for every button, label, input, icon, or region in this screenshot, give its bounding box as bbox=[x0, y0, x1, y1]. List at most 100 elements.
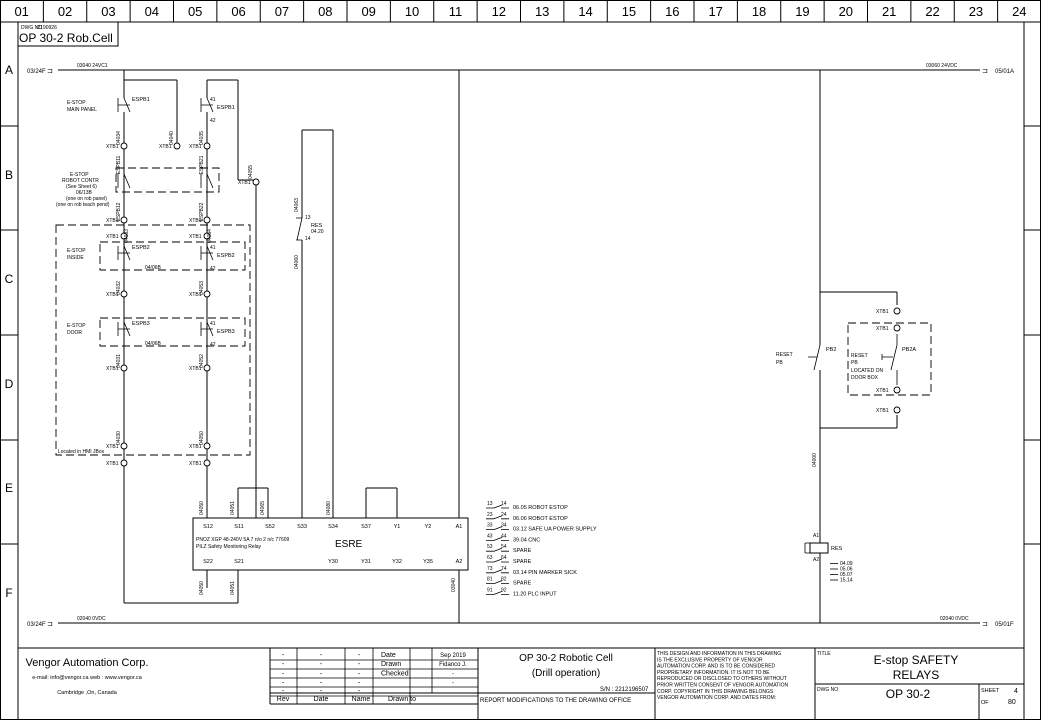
contact-pin-b: 82 bbox=[501, 577, 507, 583]
contact-description: 03.14 PIN MARKER SICK bbox=[513, 570, 577, 576]
svg-text:PB: PB bbox=[851, 360, 858, 366]
contact-pin-a: 43 bbox=[487, 533, 493, 539]
svg-text:DOOR: DOOR bbox=[67, 330, 82, 336]
project-subtitle: (Drill operation) bbox=[532, 668, 600, 679]
dwg-no-value: :2190926 bbox=[36, 25, 57, 31]
terminal-point bbox=[893, 406, 901, 414]
svg-text:INSIDE: INSIDE bbox=[67, 255, 84, 261]
wire-number: ESPB12 bbox=[116, 202, 122, 221]
svg-text:LOCATED ON: LOCATED ON bbox=[851, 368, 884, 374]
rail-top-left-wire: 03040 24VC1 bbox=[77, 63, 108, 69]
svg-text:E-STOP: E-STOP bbox=[70, 172, 89, 178]
contact-pin-a: 63 bbox=[487, 555, 493, 561]
rev-header: Drawn to bbox=[388, 696, 416, 703]
report-notice: REPORT MODIFICATIONS TO THE DRAWING OFFI… bbox=[480, 698, 631, 704]
svg-text:41: 41 bbox=[210, 321, 216, 327]
terminal-label: XTB1 bbox=[189, 292, 202, 298]
row-label: D bbox=[5, 377, 14, 391]
drawing-title-line2: RELAYS bbox=[893, 668, 939, 682]
terminal-label: XTB1 bbox=[876, 309, 889, 315]
dashed-enclosures bbox=[55, 167, 932, 456]
contact-pin-b: 34 bbox=[501, 523, 507, 529]
column-label: 09 bbox=[361, 4, 375, 19]
drawing-title-line1: E-stop SAFETY bbox=[874, 653, 959, 667]
rev-field-label: Drawn bbox=[381, 661, 401, 668]
rev-cell: - bbox=[358, 680, 361, 687]
wire-number: 04034 bbox=[116, 131, 122, 145]
contact-pin-b: 92 bbox=[501, 587, 507, 593]
column-label: 04 bbox=[145, 4, 159, 19]
column-label: 02 bbox=[58, 4, 72, 19]
terminal-label: XTB1 bbox=[876, 326, 889, 332]
svg-text:ESPB3: ESPB3 bbox=[217, 329, 235, 335]
svg-text:⊐: ⊐ bbox=[982, 68, 988, 75]
svg-text:ESPB1: ESPB1 bbox=[132, 97, 150, 103]
legal-line: IS THE EXCLUSIVE PROPERTY OF VENGOR bbox=[657, 657, 763, 663]
svg-text:42: 42 bbox=[210, 118, 216, 124]
contact-pin-a: 23 bbox=[487, 512, 493, 518]
terminal-label: XTB1 bbox=[876, 388, 889, 394]
terminal-point bbox=[893, 324, 901, 332]
svg-text:(one on rob panel): (one on rob panel) bbox=[66, 196, 107, 202]
terminal-label: XTB1 bbox=[106, 444, 119, 450]
svg-text:⊐: ⊐ bbox=[982, 621, 988, 628]
terminal-label: XTB1 bbox=[238, 180, 251, 186]
relay-terminal-top: Y1 bbox=[394, 524, 401, 530]
svg-text:A2: A2 bbox=[813, 557, 819, 563]
terminal-point bbox=[120, 459, 128, 467]
column-label: 10 bbox=[405, 4, 419, 19]
rev-field-value: - bbox=[452, 681, 454, 687]
estop-chain-wiring bbox=[123, 70, 898, 623]
total-sheets: 80 bbox=[1008, 699, 1016, 706]
svg-text:MAIN PANEL: MAIN PANEL bbox=[67, 107, 97, 113]
svg-text:13: 13 bbox=[305, 215, 311, 221]
rail-24vdc: 03/24F ⊐ 03040 24VC1 03060 24VDC ⊐ 05/01… bbox=[27, 63, 1014, 75]
relay-terminal-bottom: Y32 bbox=[392, 559, 402, 565]
svg-text:RES: RES bbox=[311, 223, 323, 229]
svg-text:RESET: RESET bbox=[776, 352, 793, 358]
estop-inside: E-STOP INSIDE ESPB2 ESPB2 04/06B 41 42 bbox=[67, 245, 235, 272]
coil-contact-ref: 04.09 bbox=[840, 561, 853, 567]
contact-description: 06.05 ROBOT ESTOP bbox=[513, 505, 568, 511]
svg-text:DOOR BOX: DOOR BOX bbox=[851, 375, 879, 381]
rev-cell: - bbox=[358, 670, 361, 677]
coil-contact-ref: 05.07 bbox=[840, 572, 853, 578]
row-label: C bbox=[5, 272, 14, 286]
terminal-point bbox=[203, 232, 211, 240]
project-title: OP 30-2 Robotic Cell bbox=[519, 653, 613, 664]
rail-top-right-wire: 03060 24VDC bbox=[926, 63, 958, 69]
column-label: 22 bbox=[925, 4, 939, 19]
column-label: 18 bbox=[752, 4, 766, 19]
company-name: Vengor Automation Corp. bbox=[26, 657, 149, 669]
rev-cell: - bbox=[358, 688, 361, 695]
wire-number: ESPB22 bbox=[199, 202, 205, 221]
terminal-point bbox=[120, 232, 128, 240]
terminal-label: XTB1 bbox=[106, 218, 119, 224]
rail-bottom-left-ref: 03/24F bbox=[27, 622, 46, 628]
wire-number: 04051 bbox=[230, 581, 236, 595]
rev-cell: - bbox=[320, 680, 323, 687]
contact-pin-b: 64 bbox=[501, 555, 507, 561]
of-label: OF bbox=[981, 700, 989, 706]
column-label: 15 bbox=[622, 4, 636, 19]
column-label: 08 bbox=[318, 4, 332, 19]
relay-terminal-top: S34 bbox=[328, 524, 338, 530]
wire-number: 04065 bbox=[260, 501, 266, 515]
terminal-point bbox=[203, 290, 211, 298]
contact-pin-a: 81 bbox=[487, 577, 493, 583]
res-contact: 13 RES 04.20 14 bbox=[296, 215, 324, 242]
column-label: 14 bbox=[578, 4, 592, 19]
column-label: 12 bbox=[492, 4, 506, 19]
rev-header: Name bbox=[352, 696, 371, 703]
estop-door: E-STOP DOOR ESPB3 ESPB3 04/06B 41 42 bbox=[67, 321, 235, 348]
svg-text:RES: RES bbox=[831, 546, 843, 552]
svg-text:14: 14 bbox=[305, 236, 311, 242]
terminal-point bbox=[120, 216, 128, 224]
serial-number: S/N : 2212196507 bbox=[600, 687, 649, 693]
contact-description: 11.20 PLC INPUT bbox=[513, 591, 557, 597]
